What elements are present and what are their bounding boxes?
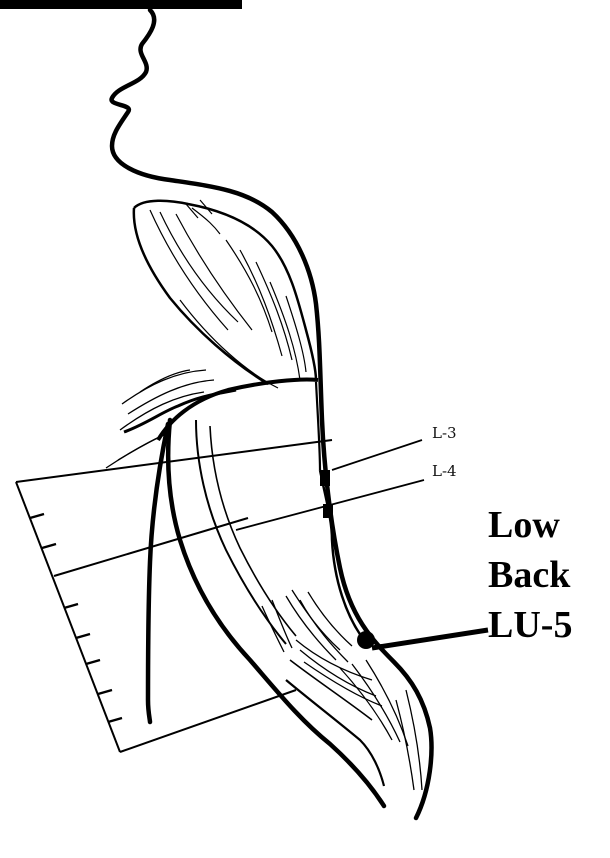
lu5-callout: Low Back LU-5 bbox=[488, 500, 598, 650]
measuring-board bbox=[16, 440, 332, 752]
guide-line-l3 bbox=[332, 440, 422, 470]
callout-line-low: Low bbox=[488, 500, 598, 550]
ruler-ticks bbox=[30, 514, 122, 722]
upper-muscle-fibers bbox=[150, 200, 306, 388]
callout-line-lu5: LU-5 bbox=[488, 600, 598, 650]
armpit-inner-curve bbox=[124, 390, 236, 432]
l4-marker bbox=[323, 504, 333, 518]
callout-pointer bbox=[372, 630, 488, 648]
top-border-bar bbox=[0, 0, 242, 9]
l3-marker bbox=[320, 470, 330, 486]
inner-arm-line-2 bbox=[210, 426, 296, 636]
arm-back-contour bbox=[148, 424, 168, 722]
guide-label-l4: L-4 bbox=[432, 462, 457, 480]
forearm-muscle-shape-2 bbox=[290, 660, 372, 720]
callout-line-back: Back bbox=[488, 550, 598, 600]
forearm-muscle-shape bbox=[286, 680, 384, 786]
upper-arm-outline bbox=[158, 379, 318, 440]
guide-label-l3: L-3 bbox=[432, 424, 457, 442]
arm-front-contour bbox=[168, 420, 384, 806]
elbow-fibers bbox=[262, 590, 422, 790]
